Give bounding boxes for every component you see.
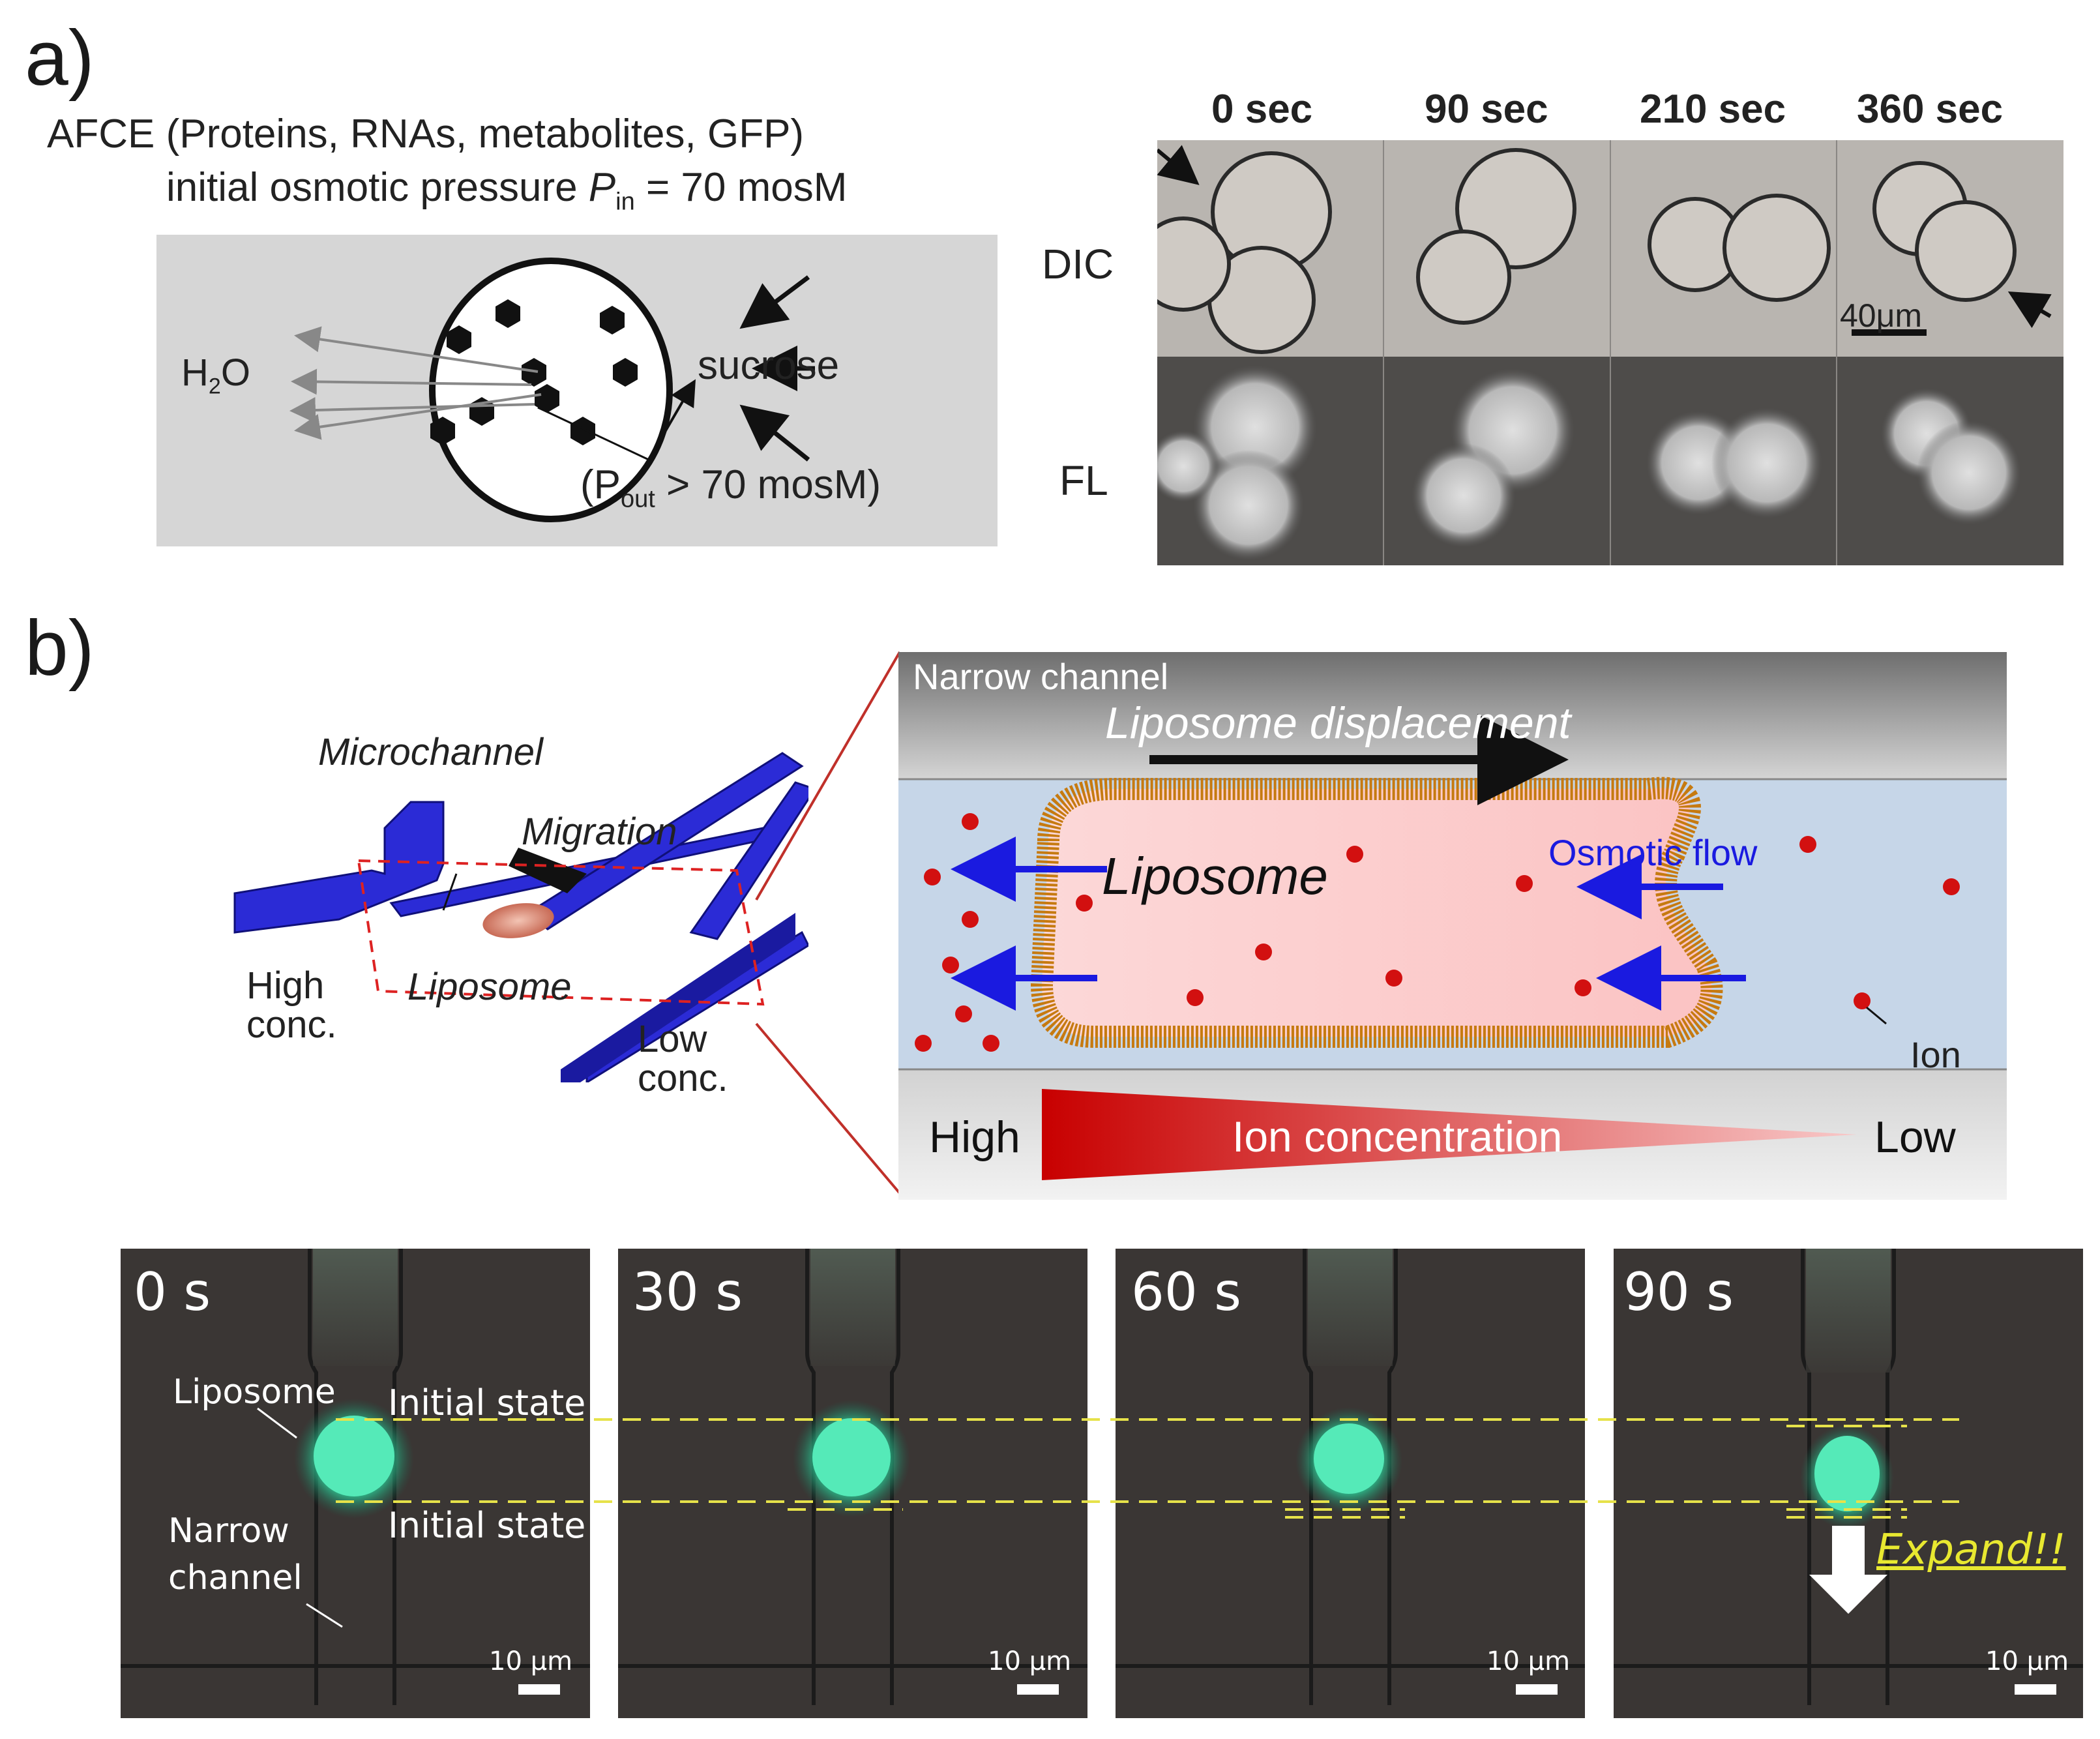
timelapse-time-30s: 30 s bbox=[632, 1262, 743, 1322]
micrograph-grid bbox=[1157, 140, 2063, 565]
scale-bar-0s bbox=[518, 1684, 560, 1695]
callout-lines bbox=[755, 651, 901, 1195]
scale-bar-90s bbox=[2015, 1684, 2056, 1695]
microchannel-label: Microchannel bbox=[318, 731, 543, 773]
sucrose-label: sucrose bbox=[698, 343, 840, 388]
narrow-label-2: channel bbox=[168, 1558, 303, 1598]
narrow-channel-view bbox=[898, 652, 2007, 1200]
scale-bar-40um bbox=[1852, 329, 1927, 336]
timelapse-time-90s: 90 s bbox=[1623, 1262, 1734, 1322]
scale-label-30s: 10 μm bbox=[988, 1646, 1072, 1676]
scale-bar-30s bbox=[1017, 1684, 1059, 1695]
dic-cells bbox=[1157, 148, 2017, 354]
time-0-sec: 0 sec bbox=[1211, 87, 1313, 132]
frame-30s bbox=[618, 1249, 1087, 1718]
ion-concentration-label: Ion concentration bbox=[1232, 1112, 1563, 1161]
migration-label: Migration bbox=[522, 810, 677, 853]
row-label-dic: DIC bbox=[1042, 241, 1114, 288]
scale-label-90s: 10 μm bbox=[1985, 1646, 2069, 1676]
expand-label: Expand!! bbox=[1876, 1526, 2066, 1574]
initial-state-bottom: Initial state bbox=[388, 1505, 586, 1546]
scale-label-0s: 10 μm bbox=[489, 1646, 573, 1676]
initial-state-lines bbox=[336, 1418, 1959, 1519]
frame-90s bbox=[1614, 1249, 2083, 1718]
expand-arrow bbox=[1809, 1526, 1887, 1614]
liposome-green-label: Liposome bbox=[173, 1373, 336, 1412]
timelapse-time-60s: 60 s bbox=[1131, 1262, 1241, 1322]
timelapse-time-0s: 0 s bbox=[134, 1262, 211, 1322]
water-label: H2O bbox=[181, 351, 250, 399]
scale-label-60s: 10 μm bbox=[1486, 1646, 1571, 1676]
low-label: Low bbox=[1874, 1112, 1956, 1162]
liposome-big-label: Liposome bbox=[1102, 847, 1328, 905]
time-210-sec: 210 sec bbox=[1640, 87, 1786, 132]
pout-label: (Pout > 70 mosM) bbox=[580, 462, 881, 513]
migration-arrow bbox=[509, 848, 587, 893]
ion-gradient-wedge bbox=[1042, 1089, 1857, 1180]
high-conc-label-1: High bbox=[246, 964, 325, 1007]
timelapse-strip bbox=[121, 1249, 2083, 1718]
scale-bar-60s bbox=[1516, 1684, 1558, 1695]
high-label: High bbox=[929, 1112, 1020, 1162]
time-360-sec: 360 sec bbox=[1857, 87, 2004, 132]
scale-label-40um: 40μm bbox=[1840, 297, 1923, 334]
frame-0s bbox=[121, 1249, 590, 1718]
fl-cells bbox=[1157, 365, 2021, 561]
ion-label: Ion bbox=[1910, 1034, 1961, 1075]
osmosis-drawing bbox=[289, 258, 815, 522]
narrow-label-1: Narrow bbox=[168, 1511, 289, 1551]
microchannel-drawing bbox=[233, 752, 808, 1082]
high-conc-label-2: conc. bbox=[246, 1003, 337, 1046]
time-90-sec: 90 sec bbox=[1425, 87, 1548, 132]
low-conc-label-1: Low bbox=[638, 1018, 707, 1060]
low-conc-label-2: conc. bbox=[638, 1057, 728, 1099]
liposome-membrane bbox=[1030, 777, 1723, 1048]
frame-60s bbox=[1116, 1249, 1585, 1718]
panel-b-letter: b) bbox=[25, 604, 95, 692]
row-label-fl: FL bbox=[1059, 457, 1108, 504]
initial-state-top: Initial state bbox=[388, 1382, 586, 1423]
displacement-label: Liposome displacement bbox=[1105, 698, 1571, 748]
narrow-channel-label: Narrow channel bbox=[913, 656, 1169, 697]
liposome-in-channel bbox=[482, 903, 554, 938]
ion-dots bbox=[915, 813, 1960, 1052]
osmotic-flow-label: Osmotic flow bbox=[1548, 832, 1758, 873]
osmotic-pressure-label: initial osmotic pressure Pin = 70 mosM bbox=[166, 165, 848, 216]
liposome-small-label: Liposome bbox=[407, 966, 572, 1008]
panel-a-letter: a) bbox=[25, 14, 95, 102]
afce-title: AFCE (Proteins, RNAs, metabolites, GFP) bbox=[47, 111, 805, 156]
